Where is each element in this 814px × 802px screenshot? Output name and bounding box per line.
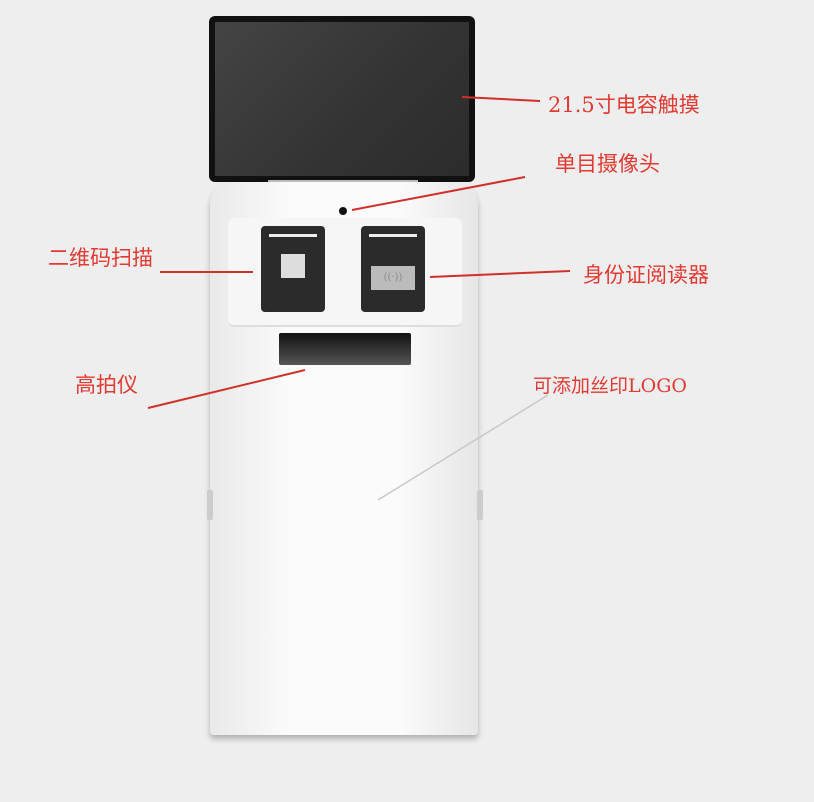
touch-screen bbox=[209, 16, 475, 182]
leader-line-logo bbox=[377, 394, 549, 501]
camera-icon bbox=[339, 207, 347, 215]
nfc-icon: ((·)) bbox=[371, 266, 415, 290]
leader-line-screen bbox=[461, 96, 541, 102]
label-camera: 单目摄像头 bbox=[555, 152, 660, 176]
qr-scan-window bbox=[281, 254, 305, 278]
label-document-camera: 高拍仪 bbox=[75, 373, 138, 397]
leader-line-document-camera bbox=[147, 369, 306, 409]
qr-scanner-module bbox=[261, 226, 325, 312]
label-screen: 21.5寸电容触摸 bbox=[548, 93, 700, 117]
screen-display bbox=[215, 22, 469, 176]
side-handle-left bbox=[207, 490, 213, 520]
label-logo: 可添加丝印LOGO bbox=[533, 375, 687, 397]
leader-line-camera bbox=[351, 176, 526, 211]
side-handle-right bbox=[477, 490, 483, 520]
label-qr-scanner: 二维码扫描 bbox=[48, 246, 153, 270]
id-card-reader-module: ((·)) bbox=[361, 226, 425, 312]
leader-line-id bbox=[429, 270, 571, 278]
label-id-reader: 身份证阅读器 bbox=[583, 263, 709, 287]
document-camera-slot bbox=[279, 333, 411, 365]
